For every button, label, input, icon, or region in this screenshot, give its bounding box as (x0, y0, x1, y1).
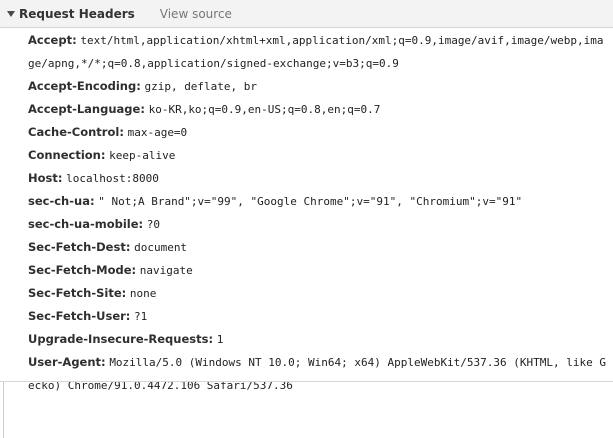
header-row-sec-fetch-mode: Sec-Fetch-Mode: navigate (28, 259, 608, 282)
request-headers-section-header: Request Headers View source (0, 0, 613, 28)
header-row-sec-fetch-dest: Sec-Fetch-Dest: document (28, 236, 608, 259)
header-value: ?0 (146, 218, 161, 231)
header-row-host: Host: localhost:8000 (28, 167, 608, 190)
header-name: Cache-Control: (28, 125, 124, 139)
header-row-sec-ch-ua-mobile: sec-ch-ua-mobile: ?0 (28, 213, 608, 236)
triangle-down-icon (7, 11, 15, 17)
header-row-accept-language: Accept-Language: ko-KR,ko;q=0.9,en-US;q=… (28, 98, 608, 121)
header-value: Mozilla/5.0 (Windows NT 10.0; Win64; x64… (28, 356, 607, 392)
header-row-sec-fetch-site: Sec-Fetch-Site: none (28, 282, 608, 305)
header-name: Accept-Encoding: (28, 79, 141, 93)
header-value: 1 (216, 333, 224, 346)
header-value: text/html,application/xhtml+xml,applicat… (28, 34, 604, 70)
header-name: sec-ch-ua-mobile: (28, 217, 144, 231)
header-row-sec-fetch-user: Sec-Fetch-User: ?1 (28, 305, 608, 328)
header-name: Sec-Fetch-Dest: (28, 240, 131, 254)
header-name: sec-ch-ua: (28, 194, 95, 208)
header-name: Sec-Fetch-Mode: (28, 263, 137, 277)
header-value: ko-KR,ko;q=0.9,en-US;q=0.8,en;q=0.7 (148, 103, 381, 116)
header-value: navigate (139, 264, 193, 277)
view-source-link[interactable]: View source (159, 6, 232, 21)
header-row-accept-encoding: Accept-Encoding: gzip, deflate, br (28, 75, 608, 98)
section-divider (0, 381, 613, 382)
header-name: Upgrade-Insecure-Requests: (28, 332, 214, 346)
header-value: document (134, 241, 188, 254)
header-row-sec-ch-ua: sec-ch-ua: " Not;A Brand";v="99", "Googl… (28, 190, 608, 213)
header-name: Connection: (28, 148, 106, 162)
header-name: Sec-Fetch-Site: (28, 286, 127, 300)
header-value: " Not;A Brand";v="99", "Google Chrome";v… (98, 195, 523, 208)
left-border (3, 382, 4, 438)
header-value: keep-alive (109, 149, 176, 162)
section-title: Request Headers (19, 6, 135, 21)
header-name: Host: (28, 171, 63, 185)
header-value: localhost:8000 (66, 172, 159, 185)
header-value: none (129, 287, 157, 300)
request-headers-list: Accept: text/html,application/xhtml+xml,… (28, 29, 608, 397)
header-name: Accept-Language: (28, 102, 145, 116)
header-row-connection: Connection: keep-alive (28, 144, 608, 167)
header-row-cache-control: Cache-Control: max-age=0 (28, 121, 608, 144)
request-headers-toggle[interactable]: Request Headers (7, 7, 135, 21)
header-name: Sec-Fetch-User: (28, 309, 131, 323)
header-value: gzip, deflate, br (144, 80, 258, 93)
header-value: max-age=0 (127, 126, 188, 139)
header-row-accept: Accept: text/html,application/xhtml+xml,… (28, 29, 608, 75)
header-row-upgrade-insecure-requests: Upgrade-Insecure-Requests: 1 (28, 328, 608, 351)
header-value: ?1 (134, 310, 148, 323)
header-row-user-agent: User-Agent: Mozilla/5.0 (Windows NT 10.0… (28, 351, 608, 397)
header-name: Accept: (28, 33, 77, 47)
header-name: User-Agent: (28, 355, 106, 369)
